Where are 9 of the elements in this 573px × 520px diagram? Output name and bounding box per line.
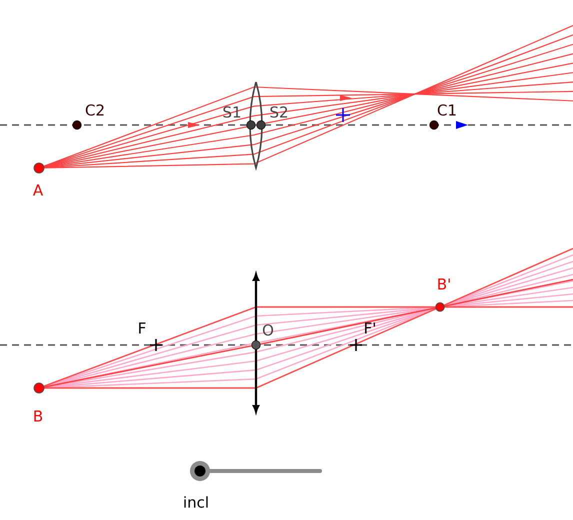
point-label: F' bbox=[365, 322, 375, 334]
point-label: O bbox=[262, 324, 274, 336]
slider-label: incl bbox=[184, 496, 208, 508]
point-label: C2 bbox=[86, 104, 104, 116]
point-label: F bbox=[139, 322, 146, 334]
point-label: B' bbox=[438, 278, 450, 290]
point-label: C1 bbox=[438, 104, 456, 116]
point-label: A bbox=[32, 184, 43, 196]
point-label: B bbox=[34, 410, 42, 422]
